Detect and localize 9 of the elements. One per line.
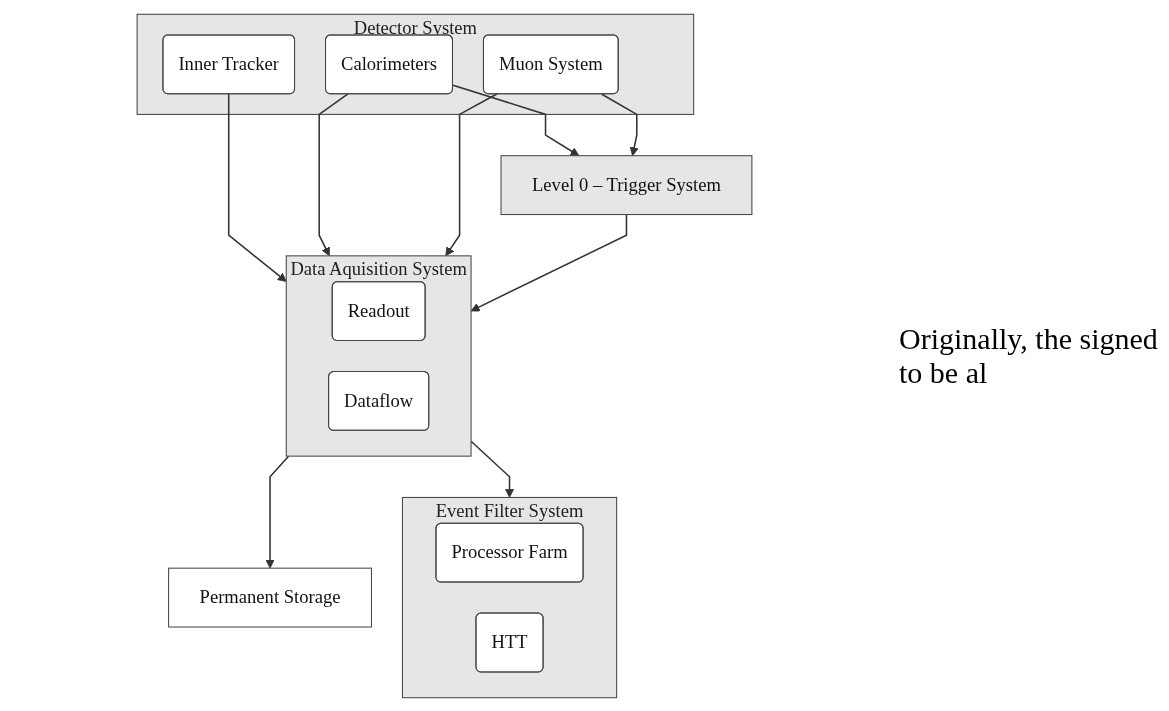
node-box: Permanent Storage (168, 567, 372, 628)
node-box: Level 0 – Trigger System (500, 154, 753, 215)
arrow (452, 83, 580, 156)
arrow (227, 92, 287, 282)
arrow (265, 454, 290, 569)
arrow (601, 93, 639, 156)
body-text: Originally, the signed to be al (899, 321, 1159, 390)
arrow (318, 92, 349, 256)
arrow (445, 92, 498, 256)
